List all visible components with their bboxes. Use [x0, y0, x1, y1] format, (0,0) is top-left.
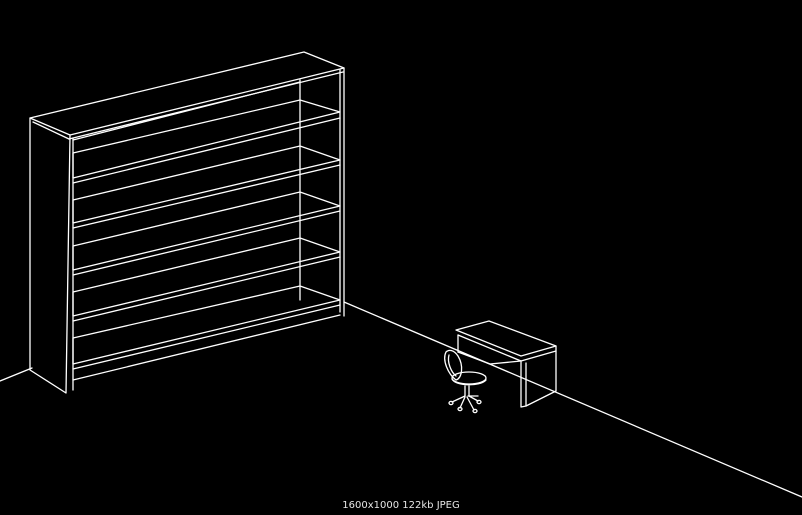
image-info-caption: 1600x1000 122kb JPEG — [0, 499, 802, 513]
image-resolution: 1600x1000 — [342, 500, 400, 511]
shelf-back-top — [72, 81, 301, 141]
floor-line-left — [0, 367, 33, 382]
shelf-board-3 — [72, 191, 341, 276]
image-file-size: 122kb — [402, 500, 434, 511]
bookshelf — [29, 51, 345, 394]
chair-wheels — [448, 399, 482, 414]
image-format: JPEG — [436, 500, 460, 511]
chair-backrest — [444, 349, 463, 381]
chair-seat — [451, 371, 487, 385]
shelf-board-5 — [72, 285, 341, 370]
desk — [455, 320, 557, 408]
desk-top-front-edge-right — [520, 350, 557, 362]
floor-line-back-wall — [343, 301, 802, 498]
desk-modesty-panel — [457, 351, 522, 365]
chair-seat-edge — [451, 378, 487, 386]
floor-lines — [0, 301, 802, 498]
shelf-left-panel — [29, 117, 71, 394]
shelf-bottom-plinth — [72, 314, 341, 381]
shelf-board-4 — [72, 237, 341, 322]
shelf-board-1 — [72, 99, 341, 184]
chair-base — [451, 395, 479, 411]
office-chair — [444, 349, 487, 414]
shelf-top-front-edge — [32, 121, 70, 140]
shelf-board-2 — [72, 145, 341, 229]
desk-top-front-edge — [457, 334, 522, 362]
desk-top — [455, 320, 557, 357]
